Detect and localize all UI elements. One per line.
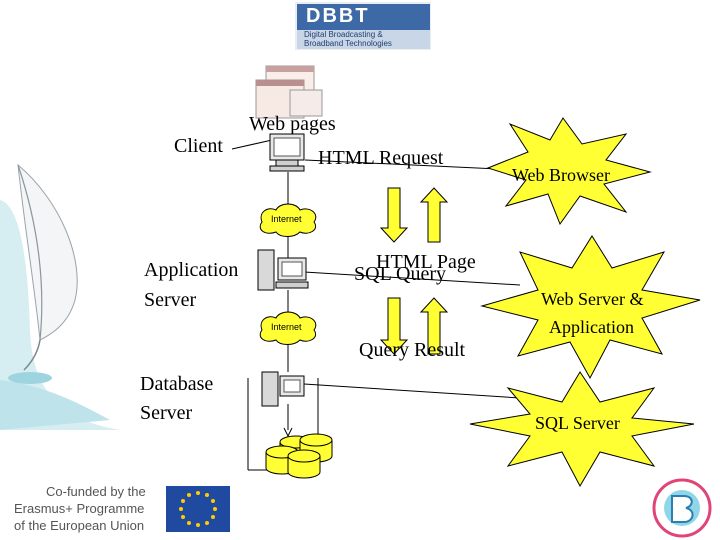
app-server-label-line2: Server bbox=[144, 289, 197, 311]
web-server-label-line1: Web Server & bbox=[541, 289, 644, 309]
request-response-arrows bbox=[379, 187, 449, 355]
sql-server-star bbox=[469, 371, 695, 488]
db-server-label-line2: Server bbox=[140, 402, 193, 424]
cofunded-line1: Co-funded by the bbox=[46, 484, 146, 499]
application-server-computer-icon bbox=[257, 249, 309, 291]
internet-label-1: Internet bbox=[271, 214, 302, 224]
sql-query-label: SQL Query bbox=[354, 263, 447, 285]
db-server-label-line1: Database bbox=[140, 373, 214, 395]
client-label: Client bbox=[174, 135, 223, 157]
sql-server-label: SQL Server bbox=[535, 413, 620, 433]
query-result-label: Query Result bbox=[359, 339, 466, 361]
logo-line2: Broadband Technologies bbox=[304, 39, 392, 48]
web-page-thumbnails bbox=[255, 65, 323, 119]
cofunded-line2: Erasmus+ Programme bbox=[14, 501, 145, 516]
internet-cloud-icon-1 bbox=[259, 203, 317, 237]
app-server-label-line1: Application bbox=[144, 259, 239, 281]
eu-flag-icon bbox=[166, 486, 230, 532]
dbbt-logo bbox=[295, 2, 431, 50]
internet-label-2: Internet bbox=[271, 322, 302, 332]
logo-line1: Digital Broadcasting & bbox=[304, 30, 383, 39]
web-server-star bbox=[480, 235, 701, 380]
feather-quill-icon bbox=[8, 163, 78, 384]
logo-title: DBBT bbox=[306, 5, 370, 27]
web-browser-label: Web Browser bbox=[512, 165, 611, 185]
partner-seal-logo bbox=[652, 478, 712, 538]
html-page-label: HTML Page bbox=[376, 251, 476, 273]
cofunded-line3: of the European Union bbox=[14, 518, 145, 533]
database-server-computer-icon bbox=[261, 371, 305, 407]
html-request-label: HTML Request bbox=[318, 147, 444, 169]
internet-cloud-icon-2 bbox=[259, 311, 317, 345]
web-pages-label: Web pages bbox=[249, 113, 336, 135]
web-server-label-line2: Application bbox=[549, 317, 634, 337]
database-disks-icon bbox=[265, 433, 333, 479]
connection-lines bbox=[231, 139, 521, 471]
client-computer-icon bbox=[269, 133, 305, 172]
web-browser-star bbox=[486, 117, 652, 226]
